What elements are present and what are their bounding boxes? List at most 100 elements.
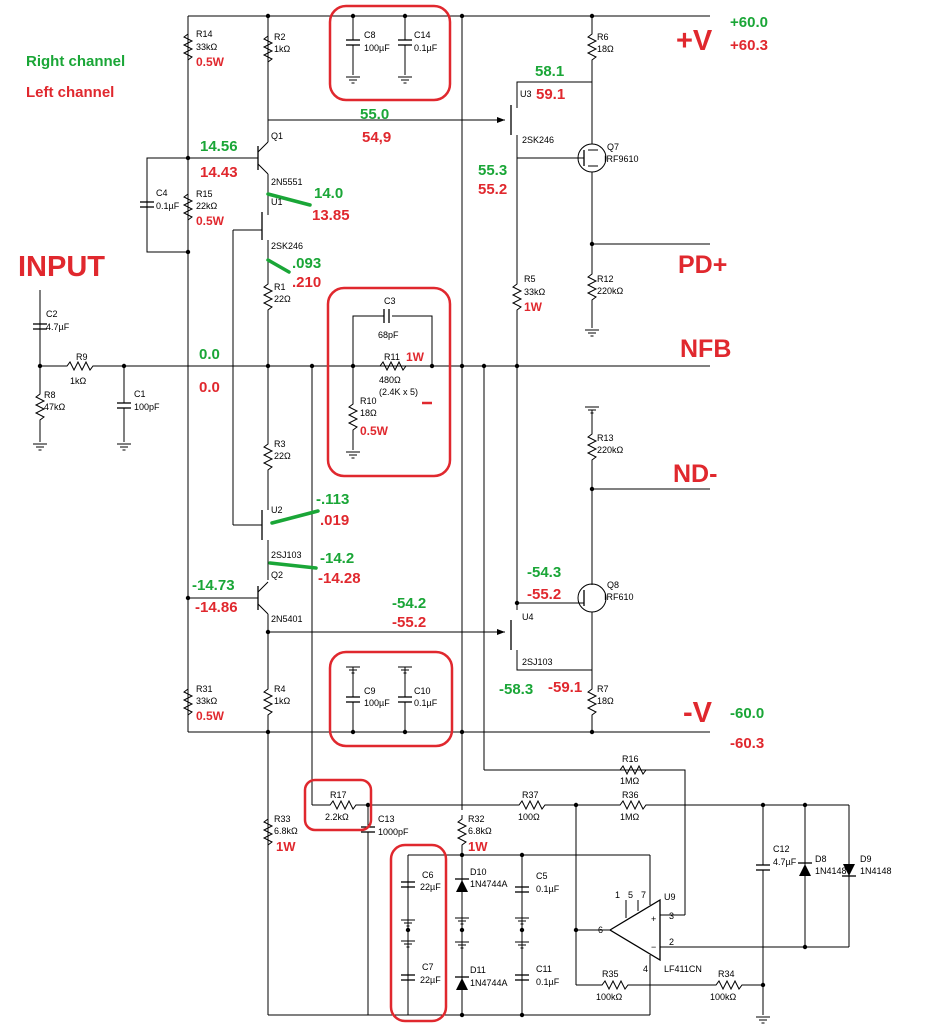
C3-ref: C3: [384, 296, 396, 306]
R36-resistor: [615, 800, 651, 810]
R36-val: 1MΩ: [620, 812, 640, 822]
C12-val: 4.7µF: [773, 857, 797, 867]
R36-ref: R36: [622, 790, 639, 800]
R16-val: 1MΩ: [620, 776, 640, 786]
v-u4g-right: -54.2: [392, 595, 426, 612]
v-u3d-right: 58.1: [535, 63, 564, 80]
Q8-part: IRF610: [604, 592, 634, 602]
C8-capacitor: [345, 16, 361, 84]
v-gate-left: 54,9: [362, 129, 391, 146]
C3-capacitor: [383, 309, 390, 323]
C6-val: 22µF: [420, 882, 441, 892]
R4-val: 1kΩ: [274, 696, 291, 706]
v-q2e-right: -14.2: [320, 550, 354, 567]
C4-ref: C4: [156, 188, 168, 198]
R10-resistor: [348, 399, 358, 435]
v-in-left: 0.0: [199, 379, 220, 396]
U1-part: 2SK246: [271, 241, 303, 251]
pos-rail-right: +60.0: [730, 14, 768, 31]
R3-val: 22Ω: [274, 451, 291, 461]
R34-val: 100kΩ: [710, 992, 737, 1002]
C5-capacitor: [515, 886, 529, 893]
v-q1b-left: 14.43: [200, 164, 238, 181]
R6-val: 18Ω: [597, 44, 614, 54]
R17-ref: R17: [330, 790, 347, 800]
D11-ref: D11: [470, 965, 486, 975]
R35-val: 100kΩ: [596, 992, 623, 1002]
R8-val: 47kΩ: [44, 402, 66, 412]
R32-ref: R32: [468, 814, 485, 824]
Q1-ref: Q1: [271, 131, 283, 141]
pd-label: PD+: [678, 251, 727, 279]
pin-2: 2: [669, 937, 674, 947]
U1-ref: U1: [271, 197, 283, 207]
D10-ref: D10: [470, 867, 487, 877]
R15-pwr: 0.5W: [196, 214, 225, 228]
R32-pwr: 1W: [468, 839, 488, 854]
C12-ref: C12: [773, 844, 790, 854]
D9-part: 1N4148: [860, 866, 892, 876]
R1-ref: R1: [274, 282, 286, 292]
C4-val: 0.1µF: [156, 201, 180, 211]
U3-part: 2SK246: [522, 135, 554, 145]
R3-resistor: [263, 439, 273, 475]
pin-minus: −: [651, 942, 656, 952]
D9-diode: [842, 864, 856, 877]
marker-strokes: [266, 192, 320, 570]
D8-part: 1N4148: [815, 866, 847, 876]
U9-part: LF411CN: [664, 964, 702, 974]
R10-val: 18Ω: [360, 408, 377, 418]
C14-ref: C14: [414, 30, 431, 40]
U3-jfet: [510, 105, 518, 280]
opamp-pins: 1 5 7 3 2 6 4 + −: [598, 890, 674, 974]
R37-val: 100Ω: [518, 812, 540, 822]
voltage-readings: 58.1 59.1 55.0 54,9 14.56 14.43 55.3 55.…: [192, 63, 582, 698]
C10-val: 0.1µF: [414, 698, 438, 708]
C6-capacitor: [401, 881, 415, 888]
R5-ref: R5: [524, 274, 536, 284]
v-u4d-right: -58.3: [499, 681, 533, 698]
R12-val: 220kΩ: [597, 286, 624, 296]
nd-label: ND-: [673, 460, 717, 488]
R13-ref: R13: [597, 433, 614, 443]
v-q2b-right: -14.73: [192, 577, 235, 594]
R35-ref: R35: [602, 969, 619, 979]
R14-ref: R14: [196, 29, 213, 39]
pin-plus: +: [651, 914, 656, 924]
Q2-transistor: [188, 581, 269, 685]
R8-resistor: [35, 389, 45, 425]
neg-rail-right: -60.0: [730, 705, 764, 722]
pos-rail-label: +V: [676, 25, 713, 57]
R6-resistor: [587, 29, 597, 65]
input-label: INPUT: [18, 251, 105, 283]
R9-ref: R9: [76, 352, 88, 362]
R14-val: 33kΩ: [196, 42, 218, 52]
legend-right: Right channel: [26, 53, 125, 70]
R3-ref: R3: [274, 439, 286, 449]
C13-capacitor: [361, 805, 375, 1015]
pin-7: 7: [641, 890, 646, 900]
R15-ref: R15: [196, 189, 213, 199]
component-labels: R14 33kΩ 0.5W R2 1kΩ C8 100µF C14 0.1µF …: [44, 29, 892, 1002]
neg-rail-label: -V: [683, 697, 713, 729]
v-gate-right: 55.0: [360, 106, 389, 123]
U4-ref: U4: [522, 612, 534, 622]
R32-val: 6.8kΩ: [468, 826, 492, 836]
U2-jfet: [233, 510, 269, 580]
R32-resistor: [457, 814, 467, 850]
C1-val: 100pF: [134, 402, 160, 412]
Q8-ref: Q8: [607, 580, 619, 590]
Q7-part: IRF9610: [604, 154, 639, 164]
R5-val: 33kΩ: [524, 287, 546, 297]
v-u4g-left: -55.2: [392, 614, 426, 631]
C5-val: 0.1µF: [536, 884, 560, 894]
R10-ref: R10: [360, 396, 377, 406]
pin-6: 6: [598, 925, 603, 935]
R14-pwr: 0.5W: [196, 55, 225, 69]
Q2-ref: Q2: [271, 570, 283, 580]
R4-resistor: [263, 684, 273, 720]
v-u2-right: -.113: [316, 491, 349, 508]
C10-capacitor: [397, 666, 413, 732]
R11-note: (2.4K x 5): [379, 387, 418, 397]
